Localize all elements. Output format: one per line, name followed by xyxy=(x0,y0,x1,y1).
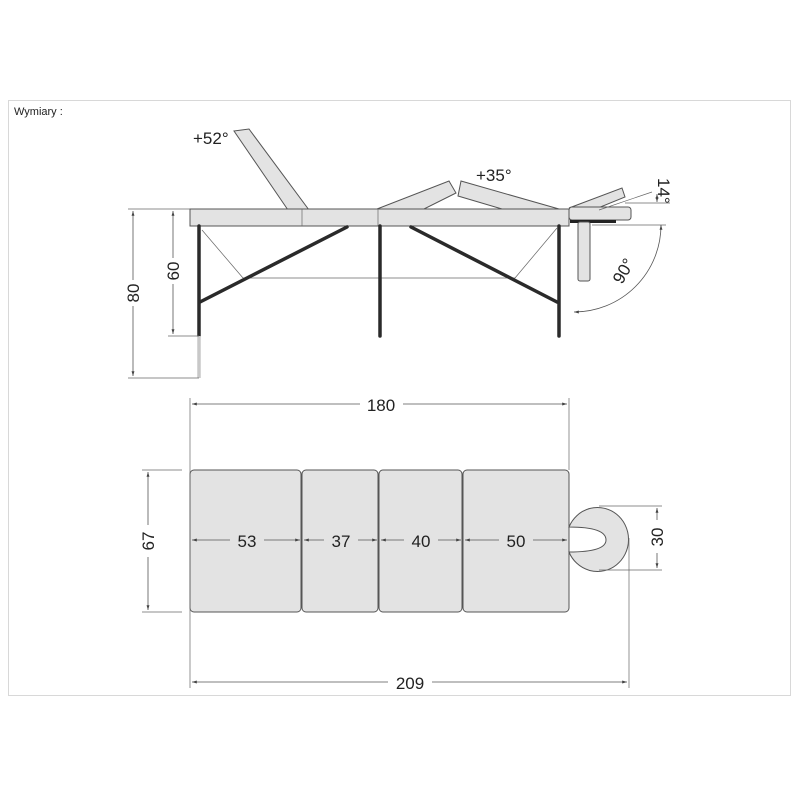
section-3-length: 40 xyxy=(412,532,431,551)
diagram-frame xyxy=(8,100,791,696)
section-2-length: 37 xyxy=(332,532,351,551)
section-4-length: 50 xyxy=(507,532,526,551)
section-2 xyxy=(301,469,379,613)
face-cradle-bracket xyxy=(570,220,616,223)
face-cradle-raised xyxy=(568,187,626,209)
face-cradle-top xyxy=(568,507,630,572)
middle-right-slat-raised xyxy=(457,180,560,210)
fold-arc xyxy=(573,224,663,314)
tilt-line xyxy=(598,191,653,211)
diagram-title: Wymiary : xyxy=(14,106,63,118)
section-3 xyxy=(378,469,463,613)
top-view: 53 37 40 50 180 209 67 30 xyxy=(139,396,667,693)
right-brace xyxy=(409,225,559,304)
middle-left-slat-raised xyxy=(376,180,457,210)
section-1-length: 53 xyxy=(238,532,257,551)
table-top-side xyxy=(189,208,570,227)
side-view: +52° +35° 14° 90° 80 60 xyxy=(124,128,673,379)
head-section-raised xyxy=(233,128,310,211)
face-cradle-folded xyxy=(577,221,591,282)
head-angle-label: +52° xyxy=(193,129,229,148)
section-4 xyxy=(462,469,570,613)
total-height-label: 80 xyxy=(124,284,143,303)
cradle-tilt-label: 14° xyxy=(654,178,673,204)
total-length-label: 209 xyxy=(396,674,424,693)
middle-angle-label: +35° xyxy=(476,166,512,185)
table-length-label: 180 xyxy=(367,396,395,415)
support-cable xyxy=(201,229,244,279)
face-cradle-pad xyxy=(568,206,632,221)
left-brace xyxy=(198,225,349,304)
frame-height-label: 60 xyxy=(164,262,183,281)
cradle-fold-label: 90° xyxy=(609,255,638,287)
cradle-width-label: 30 xyxy=(648,528,667,547)
table-width-label: 67 xyxy=(139,532,158,551)
support-cable xyxy=(514,227,558,279)
